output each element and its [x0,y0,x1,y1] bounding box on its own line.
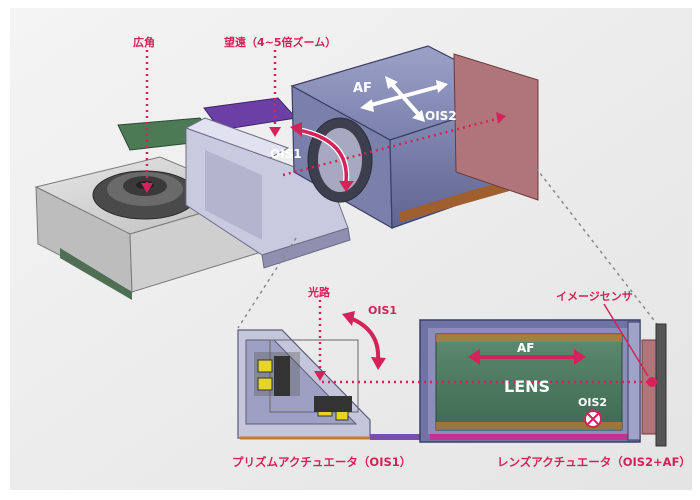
ois2-arrow-top [385,76,425,122]
flex-cable [370,434,426,440]
label-af-bottom: AF [517,341,534,355]
ois2-marker-bottom [584,410,602,428]
bottom-light-path [314,300,657,387]
image-sensor-leader [603,303,649,377]
zoom-guide-lines [237,167,661,329]
prism-actuator-section [237,329,380,440]
top-light-path [141,50,506,193]
caption-prism-actuator: プリズムアクチュエータ（OIS1） [232,455,411,469]
ois1-arrow-bottom [342,311,386,370]
af-arrow-bottom [468,349,586,365]
image-sensor-bottom [641,323,667,447]
caption-lens-actuator: レンズアクチュエータ（OIS2+AF） [497,455,691,469]
ois1-arrow-top [290,122,354,192]
label-ois2-bottom: OIS2 [578,396,607,409]
label-ois1-bottom: OIS1 [368,304,397,317]
label-tele: 望遠（4~5倍ズーム） [224,35,336,49]
label-af-top: AF [353,81,372,96]
label-ois2-top: OIS2 [425,109,457,123]
image-sensor-plate-top [453,53,539,201]
prism-housing-top [184,117,351,269]
label-lens: LENS [504,377,550,396]
label-ois1-top: OIS1 [270,147,302,161]
label-wide: 広角 [133,35,155,49]
label-light-path: 光路 [307,285,331,299]
label-image-sensor: イメージセンサ [556,290,633,303]
